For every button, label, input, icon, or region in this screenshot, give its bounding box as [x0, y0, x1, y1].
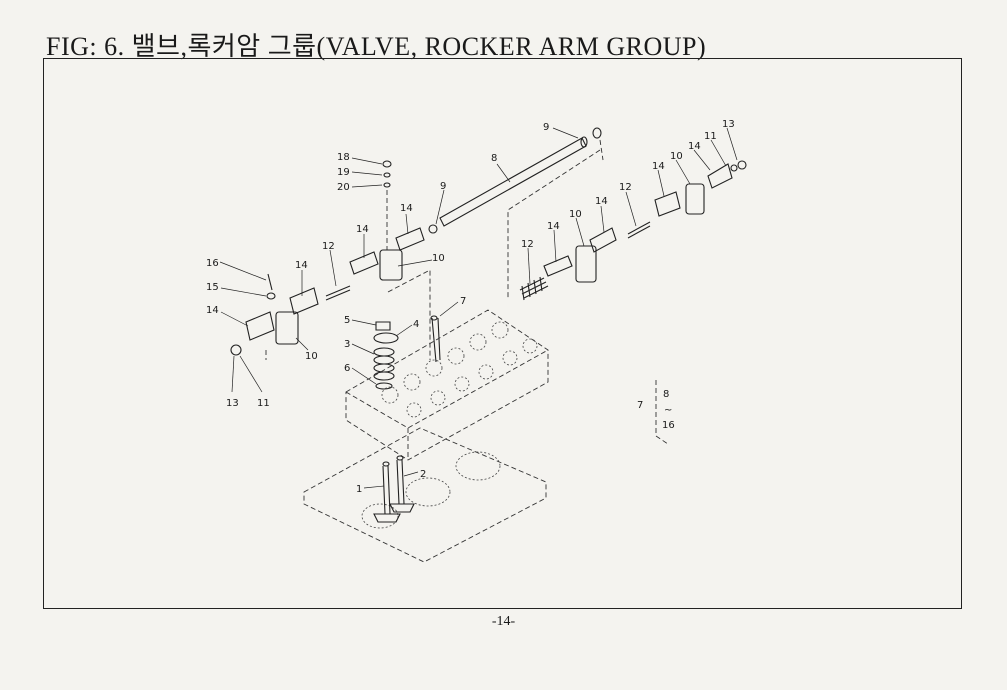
callout-12: 12: [322, 241, 335, 252]
callout-4: 4: [413, 319, 419, 330]
callout-7: 7: [460, 296, 466, 307]
callout-15: 15: [206, 282, 219, 293]
cylinder-head: [345, 309, 549, 461]
callout-9: 9: [440, 181, 446, 192]
legend-left: 7: [637, 400, 643, 411]
valves: [373, 455, 415, 523]
callout-11: 11: [257, 398, 270, 409]
legend-bottom: 16: [662, 420, 675, 431]
callout-13: 13: [722, 119, 735, 130]
rocker-group-left: [230, 273, 319, 360]
rocker-shaft: [428, 127, 604, 300]
callout-9: 9: [543, 122, 549, 133]
callout-14: 14: [400, 203, 413, 214]
callout-10: 10: [670, 151, 683, 162]
callout-14: 14: [688, 141, 701, 152]
callout-14: 14: [206, 305, 219, 316]
page-number: -14-: [491, 614, 516, 629]
callout-6: 6: [344, 363, 350, 374]
callout-20: 20: [337, 182, 350, 193]
legend-bracket: [655, 380, 669, 445]
callout-14: 14: [295, 260, 308, 271]
legend-top: 8: [663, 389, 669, 400]
leader-lines: [219, 127, 738, 489]
rocker-group-right: [519, 160, 747, 301]
callout-11: 11: [704, 131, 717, 142]
callout-10: 10: [432, 253, 445, 264]
callout-13: 13: [226, 398, 239, 409]
diagram-frame: [43, 58, 962, 609]
callout-3: 3: [344, 339, 350, 350]
callout-18: 18: [337, 152, 350, 163]
callout-1: 1: [356, 484, 362, 495]
callout-10: 10: [305, 351, 318, 362]
callout-labels: 9 8 13 11 14 10 14 12 14 10 14 12 18 19 …: [206, 119, 735, 495]
callout-14: 14: [652, 161, 665, 172]
legend-mid: ~: [664, 405, 672, 416]
callout-5: 5: [344, 315, 350, 326]
callout-19: 19: [337, 167, 350, 178]
callout-12: 12: [619, 182, 632, 193]
head-gasket: [303, 427, 547, 563]
legend: 7 8 ~ 16: [637, 389, 675, 431]
callout-8: 8: [491, 153, 497, 164]
callout-12: 12: [521, 239, 534, 250]
callout-2: 2: [420, 469, 426, 480]
rocker-group-center: [325, 160, 431, 360]
figure-title: FIG: 6. 밸브,록커암 그룹(VALVE, ROCKER ARM GROU…: [46, 32, 707, 61]
callout-10: 10: [569, 209, 582, 220]
callout-14: 14: [595, 196, 608, 207]
callout-14: 14: [547, 221, 560, 232]
valve-spring-stack: [373, 315, 441, 390]
callout-16: 16: [206, 258, 219, 269]
callout-14: 14: [356, 224, 369, 235]
